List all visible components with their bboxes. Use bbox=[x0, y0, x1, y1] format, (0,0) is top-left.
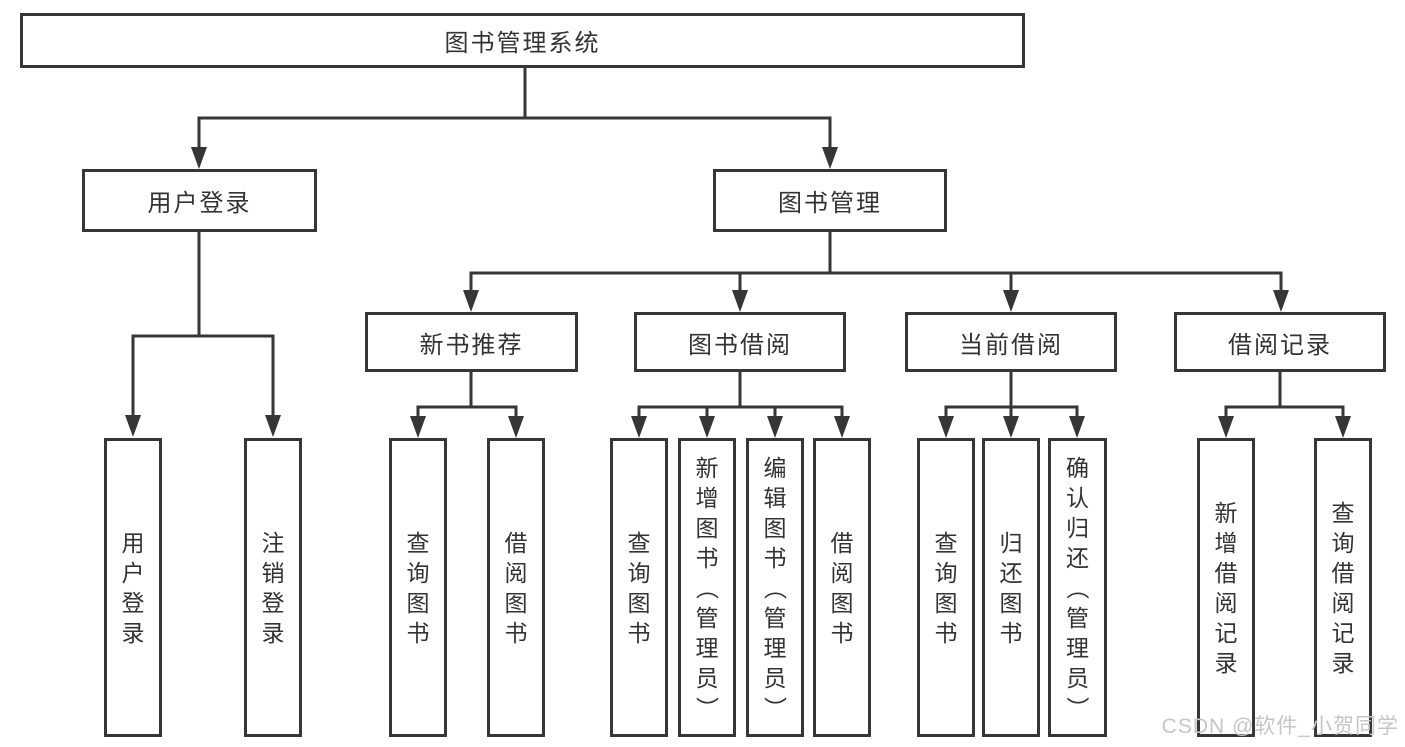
arrowhead bbox=[631, 416, 647, 438]
leaf-borrow-book: 借阅图书 bbox=[813, 438, 871, 737]
connector-book-management-to-level3 bbox=[469, 232, 1283, 291]
arrowhead bbox=[767, 416, 783, 438]
arrowhead bbox=[822, 147, 838, 169]
arrowhead bbox=[265, 415, 281, 437]
arrowhead bbox=[732, 290, 748, 312]
arrowhead bbox=[834, 416, 850, 438]
leaf-edit-book-admin: 编辑图书（管理员） bbox=[746, 438, 804, 737]
leaf-query-book-current: 查询图书 bbox=[917, 438, 975, 737]
node-new-book-recommend: 新书推荐 bbox=[365, 312, 578, 372]
arrowhead bbox=[1003, 416, 1019, 438]
node-book-management: 图书管理 bbox=[713, 169, 947, 232]
arrowhead bbox=[463, 290, 479, 312]
leaf-query-borrow-record: 查询借阅记录 bbox=[1314, 438, 1372, 737]
connector-new-book-recommend-to-leaves bbox=[416, 372, 518, 417]
node-root-system: 图书管理系统 bbox=[20, 13, 1025, 68]
leaf-logout: 注销登录 bbox=[244, 438, 302, 737]
arrowhead bbox=[1069, 416, 1085, 438]
connector-book-borrow-to-leaves bbox=[637, 372, 844, 417]
arrowhead bbox=[1273, 290, 1289, 312]
csdn-watermark: CSDN @软件_小贺同学 bbox=[1161, 715, 1399, 738]
leaf-borrow-book-recommend: 借阅图书 bbox=[487, 438, 545, 737]
arrowhead bbox=[699, 416, 715, 438]
arrowhead bbox=[508, 416, 524, 438]
node-current-borrow: 当前借阅 bbox=[905, 312, 1117, 372]
connector-root-to-level2 bbox=[197, 68, 832, 148]
connector-current-borrow-to-leaves bbox=[944, 372, 1079, 417]
arrowhead bbox=[125, 415, 141, 437]
arrowhead bbox=[938, 416, 954, 438]
leaf-add-book-admin: 新增图书（管理员） bbox=[678, 438, 736, 737]
arrowhead bbox=[191, 147, 207, 169]
connector-borrow-record-to-leaves bbox=[1224, 372, 1345, 417]
arrowhead bbox=[1335, 416, 1351, 438]
arrowhead bbox=[1218, 416, 1234, 438]
leaf-user-login: 用户登录 bbox=[104, 438, 162, 737]
connector-user-login-to-leaves bbox=[131, 232, 275, 416]
leaf-query-book-recommend: 查询图书 bbox=[389, 438, 447, 737]
leaf-add-borrow-record: 新增借阅记录 bbox=[1197, 438, 1255, 737]
node-book-borrow: 图书借阅 bbox=[634, 312, 846, 372]
leaf-confirm-return-admin: 确认归还（管理员） bbox=[1048, 438, 1107, 737]
leaf-query-book-borrow: 查询图书 bbox=[610, 438, 668, 737]
arrowhead bbox=[410, 416, 426, 438]
node-borrow-record: 借阅记录 bbox=[1174, 312, 1386, 372]
leaf-return-book: 归还图书 bbox=[982, 438, 1040, 737]
node-user-login: 用户登录 bbox=[82, 169, 317, 232]
arrowhead bbox=[1003, 290, 1019, 312]
